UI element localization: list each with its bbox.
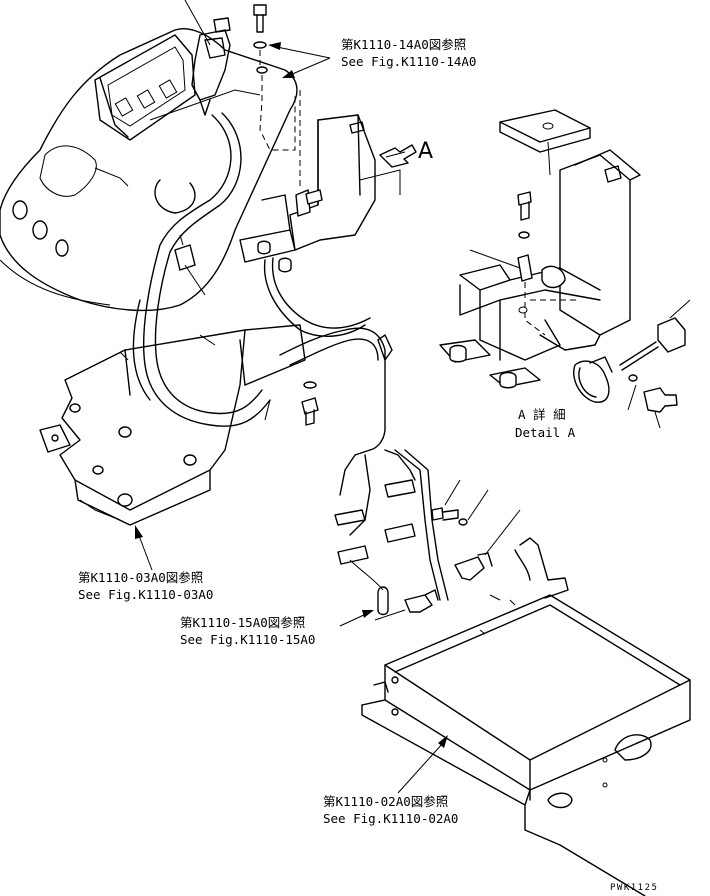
screw-washer-14a0: [253, 4, 301, 190]
detail-a-label-en: Detail A: [515, 425, 576, 440]
connector-blocks: [334, 479, 416, 616]
clamp-bolts: [374, 479, 521, 621]
left-bracket: [39, 324, 306, 526]
callout-arrow-03a0: [135, 525, 153, 571]
callout-14a0-jp: 第K1110-14A0図参照: [341, 37, 466, 52]
monitor-panel: [0, 28, 298, 312]
view-a-arrow: [379, 144, 417, 168]
detail-a-assembly: [439, 109, 691, 429]
callout-arrow-02a0: [397, 735, 448, 794]
callout-15a0-en: See Fig.K1110-15A0: [180, 632, 315, 647]
key-switch: [184, 0, 231, 116]
bolt-small: [264, 381, 319, 426]
wiring-harness: [132, 112, 449, 601]
controller-base: [361, 537, 691, 896]
callout-arrows-14a0: [268, 42, 331, 78]
callout-03a0-jp: 第K1110-03A0図参照: [78, 570, 203, 585]
callout-arrow-15a0: [339, 610, 374, 627]
view-a-letter: A: [418, 139, 433, 164]
drawing-code: PWK1125: [610, 883, 658, 893]
callout-03a0-en: See Fig.K1110-03A0: [78, 587, 213, 602]
center-bracket: [239, 114, 401, 273]
callout-15a0-jp: 第K1110-15A0図参照: [180, 615, 305, 630]
callout-02a0-jp: 第K1110-02A0図参照: [323, 794, 448, 809]
detail-a-label-jp: A 詳 細: [518, 407, 566, 422]
callout-02a0-en: See Fig.K1110-02A0: [323, 811, 458, 826]
relay-connector: [174, 234, 206, 296]
callout-14a0-en: See Fig.K1110-14A0: [341, 54, 476, 69]
